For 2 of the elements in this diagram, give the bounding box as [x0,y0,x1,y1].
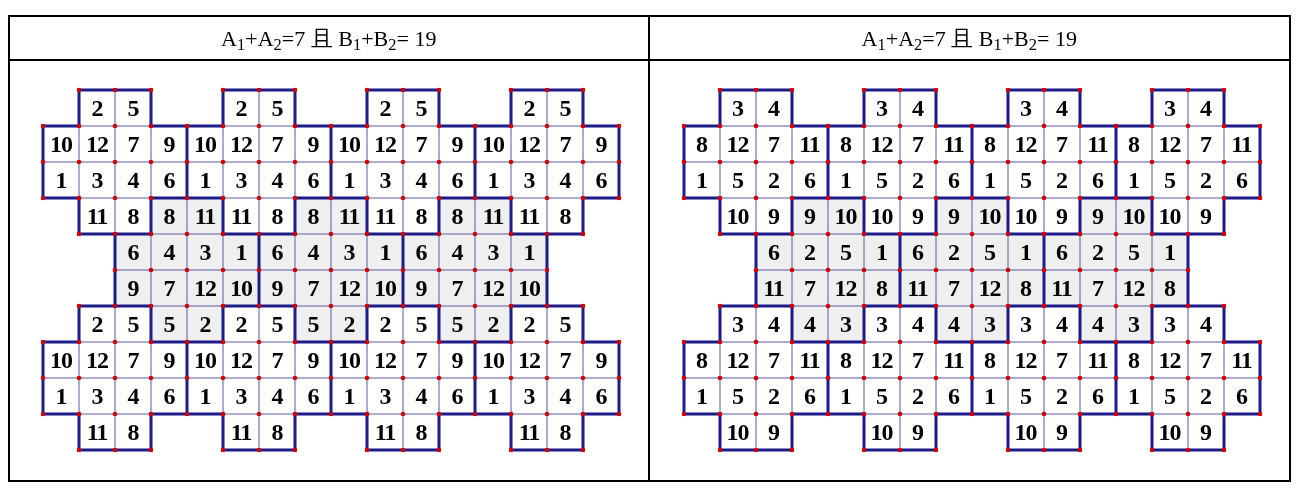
header-text: A$_{1}$+A$_{2}$=7 且 B$_{1}$+B$_{2}$= 19 [861,24,1077,55]
header-text: A$_{1}$+A$_{2}$=7 且 B$_{1}$+B$_{2}$= 19 [221,24,437,55]
